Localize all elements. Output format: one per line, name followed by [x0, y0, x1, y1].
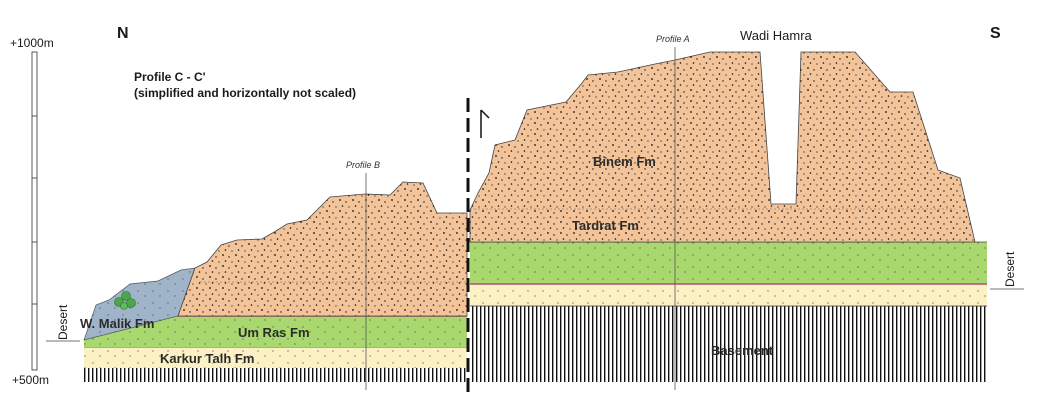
profile-title: Profile C - C' [134, 70, 206, 84]
profile-b-label: Profile B [346, 160, 380, 170]
scale-bottom-label: +500m [12, 373, 49, 387]
sandstone-layer-right [469, 51, 976, 243]
sandstone-layer-left [177, 181, 468, 317]
um-ras-layer-right [470, 241, 987, 285]
desert-label-right: Desert [1003, 251, 1017, 287]
wadi-hamra-label: Wadi Hamra [740, 28, 813, 43]
south-label: S [990, 25, 1001, 42]
profile-a-label: Profile A [656, 34, 690, 44]
vegetation-icon [114, 291, 136, 310]
basement-left [84, 368, 467, 382]
north-label: N [117, 25, 129, 42]
elevation-scale-bar [31, 51, 38, 371]
binem-fm-label: Binem Fm [593, 154, 656, 169]
scale-top-label: +1000m [10, 36, 54, 50]
desert-label-left: Desert [56, 304, 70, 340]
basement-label: Basement [711, 343, 774, 358]
tardrat-fm-label: Tardrat Fm [572, 218, 639, 233]
basement-right [470, 306, 987, 382]
profile-subtitle: (simplified and horizontally not scaled) [134, 86, 356, 100]
karkur-talh-layer-left [84, 346, 467, 368]
um-ras-fm-label: Um Ras Fm [238, 325, 310, 340]
fault-displacement-arrow-icon [480, 109, 490, 138]
karkur-talh-layer-right [470, 284, 987, 307]
karkur-talh-fm-label: Karkur Talh Fm [160, 351, 254, 366]
wadi-malik-fm-label: W. Malik Fm [80, 316, 154, 331]
